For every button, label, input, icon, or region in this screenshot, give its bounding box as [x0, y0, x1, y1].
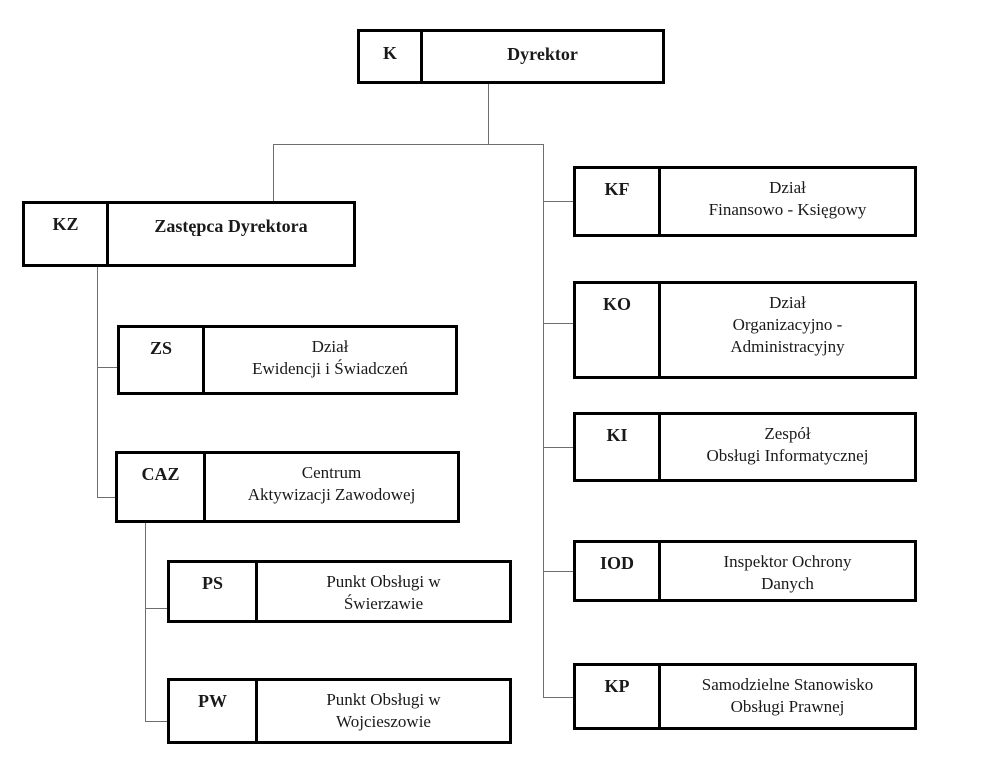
node-kf-label: Dział Finansowo - Księgowy: [708, 178, 867, 219]
connector-stub-ko: [543, 323, 573, 324]
connector-stub-ps: [145, 608, 167, 609]
node-ki: KI Zespół Obsługi Informatycznej: [573, 412, 917, 482]
node-kz-label: Zastępca Dyrektora: [154, 216, 308, 236]
connector-caz-spine: [145, 523, 146, 721]
node-ps: PS Punkt Obsługi w Świerzawie: [167, 560, 512, 623]
node-iod-label: Inspektor Ochrony Danych: [723, 552, 852, 593]
connector-stub-kf: [543, 201, 573, 202]
node-ps-code: PS: [170, 563, 258, 620]
node-k-code: K: [360, 32, 423, 81]
node-kp-label: Samodzielne Stanowisko Obsługi Prawnej: [701, 675, 874, 716]
connector-stub-pw: [145, 721, 167, 722]
node-pw: PW Punkt Obsługi w Wojcieszowie: [167, 678, 512, 744]
node-ko-label: Dział Organizacyjno - Administracyjny: [730, 293, 845, 356]
connector-right-spine: [543, 144, 544, 697]
node-kz: KZ Zastępca Dyrektora: [22, 201, 356, 267]
node-caz-label: Centrum Aktywizacji Zawodowej: [247, 463, 416, 504]
node-pw-label: Punkt Obsługi w Wojcieszowie: [326, 690, 441, 731]
connector-stub-ki: [543, 447, 573, 448]
node-kp-code: KP: [576, 666, 661, 727]
node-kf-code: KF: [576, 169, 661, 234]
node-ko-code: KO: [576, 284, 661, 376]
node-iod-code: IOD: [576, 543, 661, 599]
node-zs-label: Dział Ewidencji i Świadczeń: [252, 337, 408, 378]
node-kf: KF Dział Finansowo - Księgowy: [573, 166, 917, 237]
connector-stub-iod: [543, 571, 573, 572]
node-kp: KP Samodzielne Stanowisko Obsługi Prawne…: [573, 663, 917, 730]
node-k: K Dyrektor: [357, 29, 665, 84]
connector-stub-caz: [97, 497, 115, 498]
node-zs-code: ZS: [120, 328, 205, 392]
node-k-label: Dyrektor: [507, 44, 578, 64]
connector-kz-drop: [273, 144, 274, 201]
connector-stub-kp: [543, 697, 573, 698]
node-zs: ZS Dział Ewidencji i Świadczeń: [117, 325, 458, 395]
connector-dyrektor-drop: [488, 84, 489, 144]
connector-top-horizontal: [273, 144, 544, 145]
node-ko: KO Dział Organizacyjno - Administracyjny: [573, 281, 917, 379]
node-pw-code: PW: [170, 681, 258, 741]
connector-stub-zs: [97, 367, 117, 368]
node-ki-label: Zespół Obsługi Informatycznej: [706, 424, 869, 465]
connector-kz-spine: [97, 267, 98, 497]
node-ki-code: KI: [576, 415, 661, 479]
node-ps-label: Punkt Obsługi w Świerzawie: [326, 572, 441, 613]
node-caz: CAZ Centrum Aktywizacji Zawodowej: [115, 451, 460, 523]
node-caz-code: CAZ: [118, 454, 206, 520]
node-iod: IOD Inspektor Ochrony Danych: [573, 540, 917, 602]
node-kz-code: KZ: [25, 204, 109, 264]
